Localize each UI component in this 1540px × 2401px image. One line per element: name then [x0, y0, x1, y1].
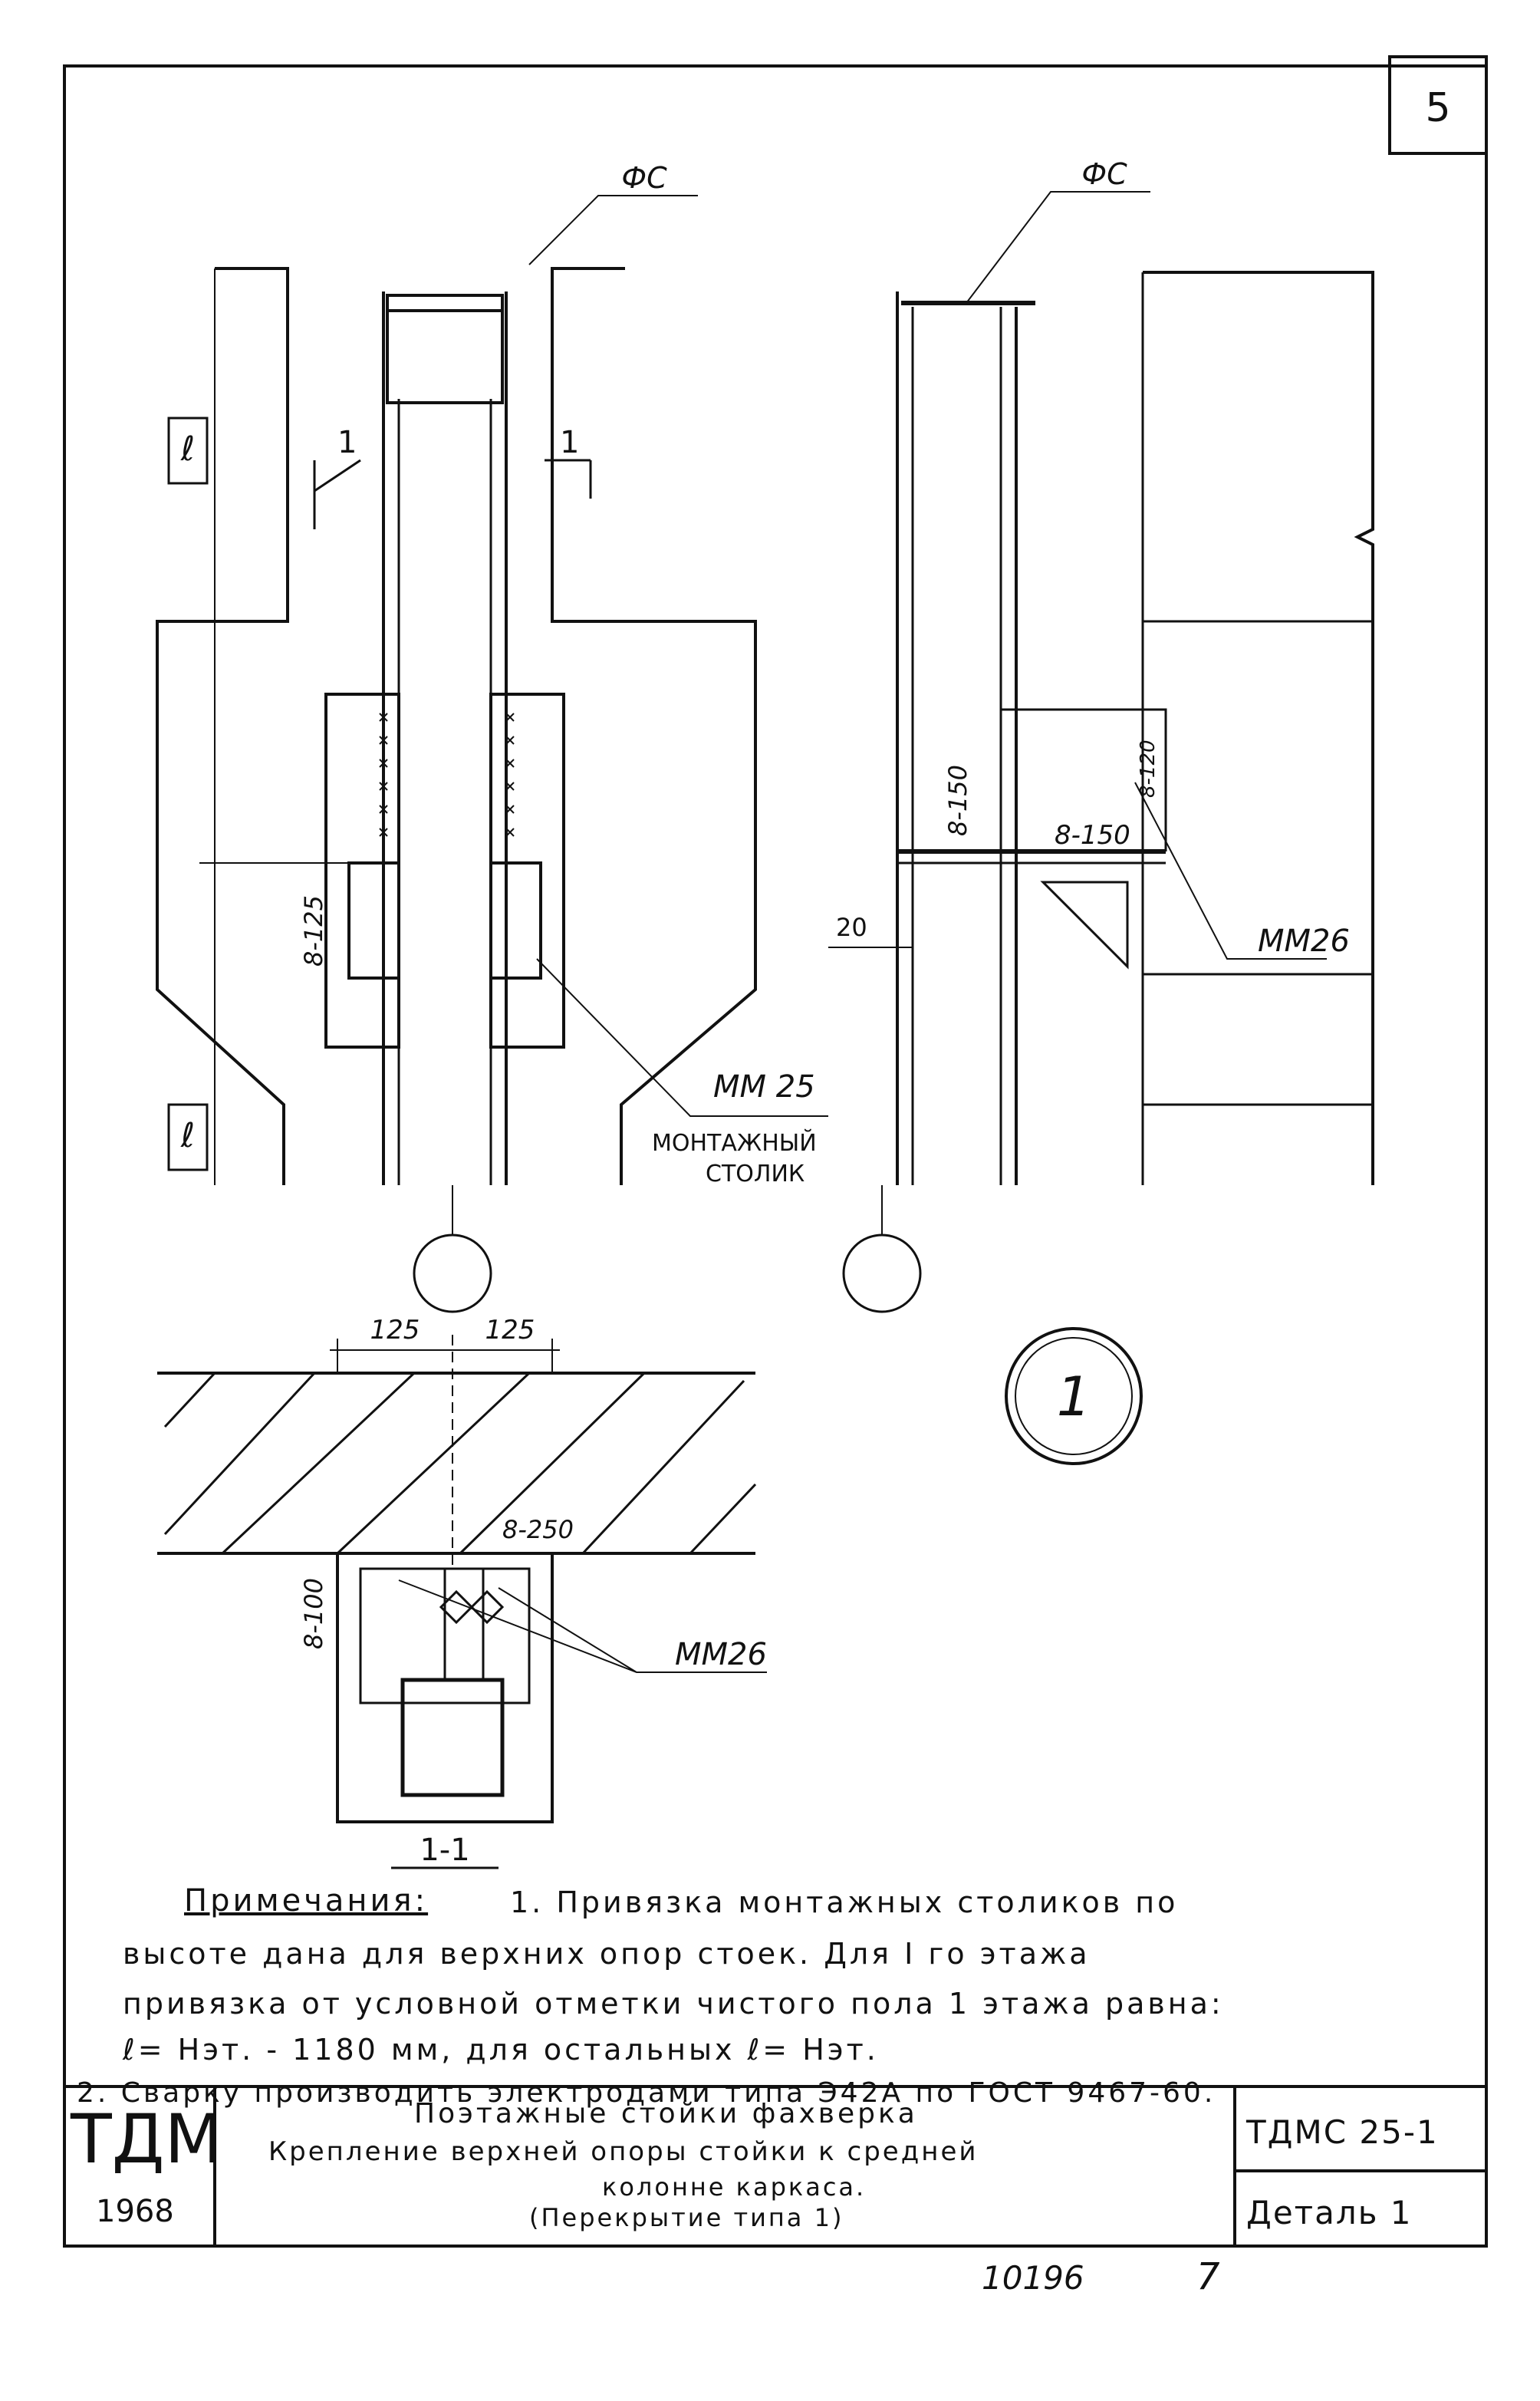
- fs-label-left: ФС: [621, 161, 667, 195]
- title-line-4: (Перекрытие типа 1): [529, 2203, 844, 2232]
- page-number: 7: [1196, 2255, 1220, 2298]
- note-line-4: ℓ= Нэт. - 1180 мм, для остальных ℓ= Нэт.: [123, 2033, 879, 2067]
- series-code: ТДМС 25-1: [1246, 2113, 1439, 2151]
- title-line-3: колонне каркаса.: [602, 2172, 867, 2202]
- section-mark-left: 1: [337, 425, 357, 460]
- title-line-2: Крепление верхней опоры стойки к средней: [268, 2136, 979, 2167]
- weld-8-150-a: 8-150: [943, 765, 972, 836]
- archive-number: 10196: [982, 2259, 1084, 2297]
- right-elevation: [828, 191, 1374, 1465]
- year: 1968: [96, 2194, 174, 2229]
- title-block-lines: [64, 2085, 1486, 2246]
- note-line-2: высоте дана для верхних опор стоек. Для …: [123, 1937, 1091, 1971]
- org-mark: ТДМ: [71, 2100, 223, 2179]
- dim-125-right: 125: [485, 1315, 535, 1345]
- dim-125-left: 125: [370, 1315, 420, 1345]
- mounting-table-label-2: СТОЛИК: [706, 1161, 805, 1187]
- section-title: 1-1: [420, 1833, 469, 1868]
- sheet-number-box: [1388, 55, 1488, 155]
- detail-label: Деталь 1: [1246, 2194, 1413, 2231]
- note-line-1: 1. Привязка монтажных столиков по: [510, 1886, 1179, 1919]
- section-1-1: [157, 1335, 767, 1869]
- sheet-frame: [63, 64, 1488, 2248]
- mm26-label-bottom: ММ26: [675, 1637, 767, 1672]
- notes-heading: Примечания:: [184, 1883, 429, 1918]
- left-elevation: [156, 195, 828, 1313]
- dim-20: 20: [836, 913, 867, 942]
- detail-number: 1: [1057, 1365, 1091, 1428]
- note-line-3: привязка от условной отметки чистого пол…: [123, 1987, 1224, 2021]
- section-mark-right: 1: [560, 425, 579, 460]
- weld-8-125: 8-125: [299, 895, 328, 967]
- weld-8-150-b: 8-150: [1055, 820, 1130, 851]
- weld-8-100: 8-100: [299, 1578, 328, 1649]
- mm25-label: ММ 25: [713, 1069, 815, 1105]
- mm26-label-right: ММ26: [1258, 924, 1350, 959]
- note-line-5: 2. Сварку производить электродами типа Э…: [77, 2077, 1216, 2109]
- sheet-number: 5: [1425, 85, 1450, 131]
- title-line-1: Поэтажные стойки фахверка: [414, 2098, 918, 2129]
- dim-l-top: ℓ: [180, 430, 195, 469]
- fs-label-right: ФС: [1081, 157, 1127, 191]
- mounting-table-label-1: МОНТАЖНЫЙ: [652, 1129, 817, 1157]
- dim-l-bottom: ℓ: [180, 1116, 195, 1155]
- weld-8-250: 8-250: [502, 1515, 574, 1544]
- weld-8-120: 8-120: [1137, 739, 1160, 798]
